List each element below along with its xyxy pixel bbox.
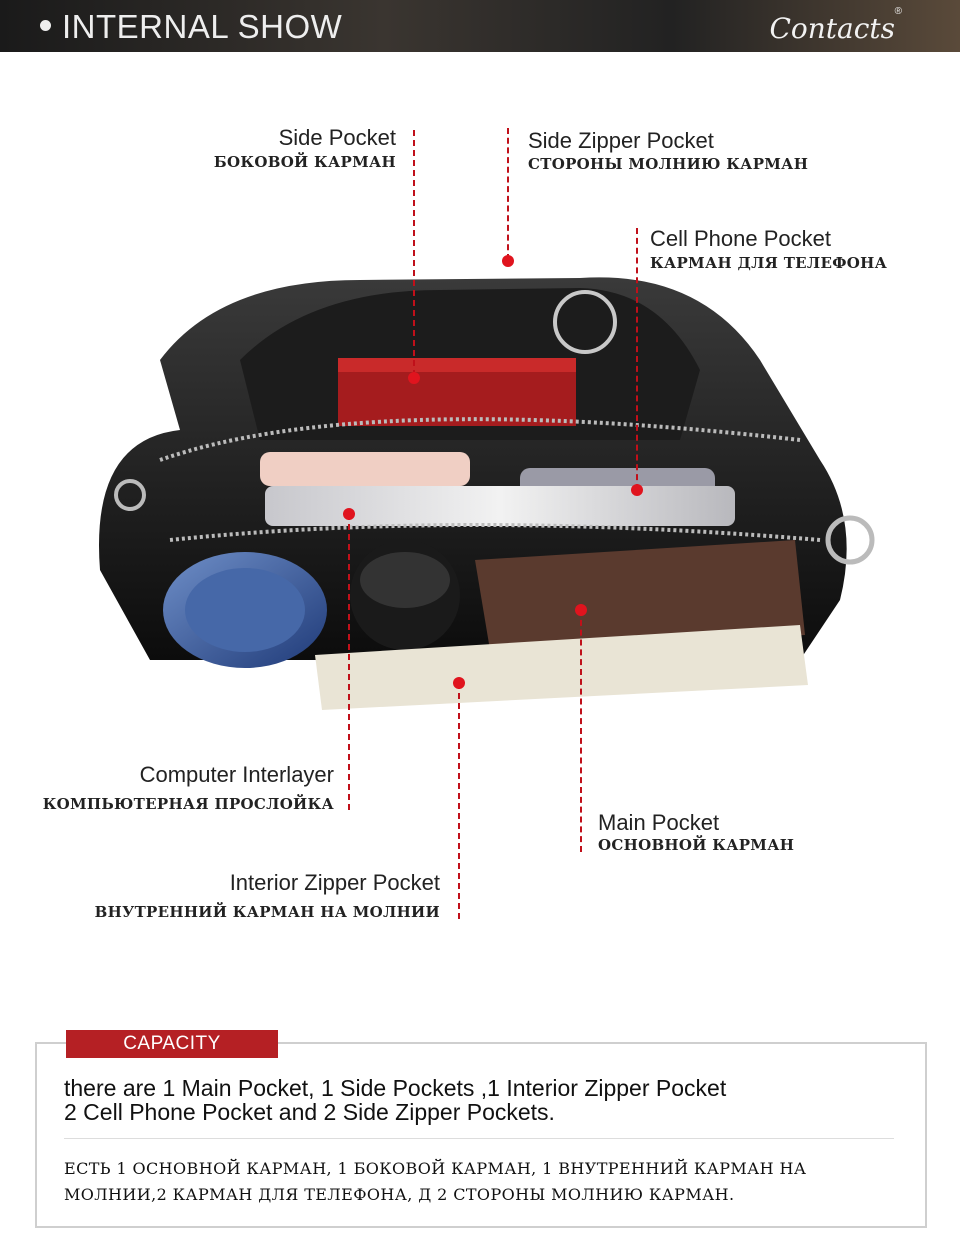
side-zipper-label: Side Zipper Pocket	[528, 128, 714, 153]
capacity-en-line-2: 2 Cell Phone Pocket and 2 Side Zipper Po…	[64, 1099, 555, 1125]
computer-interlayer-marker	[343, 508, 355, 520]
cell-phone-label-ru: КАРМАН ДЛЯ ТЕЛЕФОНА	[650, 254, 888, 272]
interior-zipper-label: Interior Zipper Pocket	[229, 870, 440, 895]
interior-zipper-label-ru: ВНУТРЕННИЙ КАРМАН НА МОЛНИИ	[94, 903, 440, 921]
bullet-icon	[40, 20, 51, 31]
capacity-text-ru: ЕСТЬ 1 ОСНОВНОЙ КАРМАН, 1 БОКОВОЙ КАРМАН…	[64, 1156, 924, 1208]
side-pocket-marker	[408, 372, 420, 384]
capacity-ru-line-2: МОЛНИИ,2 КАРМАН ДЛЯ ТЕЛЕФОНА, Д 2 СТОРОН…	[64, 1185, 735, 1204]
computer-interlayer-line	[348, 514, 350, 810]
side-pocket-label-ru: БОКОВОЙ КАРМАН	[213, 153, 396, 171]
cell-phone-line	[636, 228, 638, 490]
registered-mark: ®	[894, 6, 902, 17]
main-pocket-label: Main Pocket	[598, 810, 720, 835]
capacity-ru-line-1: ЕСТЬ 1 ОСНОВНОЙ КАРМАН, 1 БОКОВОЙ КАРМАН…	[64, 1159, 807, 1178]
capacity-text-en: there are 1 Main Pocket, 1 Side Pockets …	[64, 1076, 904, 1124]
side-zipper-line	[507, 128, 509, 260]
brand-logo: Contacts	[769, 12, 895, 45]
computer-interlayer-label-ru: КОМПЬЮТЕРНАЯ ПРОСЛОЙКА	[42, 795, 334, 813]
side-zipper-label-ru: СТОРОНЫ МОЛНИЮ КАРМАН	[528, 155, 809, 173]
computer-interlayer-label: Computer Interlayer	[139, 762, 334, 787]
side-pocket-label: Side Pocket	[278, 125, 396, 150]
section-title: INTERNAL SHOW	[62, 8, 343, 45]
capacity-divider	[64, 1138, 894, 1139]
main-pocket-line	[580, 610, 582, 852]
side-zipper-marker	[502, 255, 514, 267]
cell-phone-label: Cell Phone Pocket	[650, 226, 831, 251]
bag-photo	[99, 277, 875, 710]
capacity-tag: CAPACITY	[66, 1030, 278, 1058]
cell-phone-marker	[631, 484, 643, 496]
side-pocket-line	[413, 130, 415, 376]
header-banner: INTERNAL SHOW Contacts ®	[0, 0, 960, 52]
interior-zipper-line	[458, 683, 460, 919]
capacity-en-line-1: there are 1 Main Pocket, 1 Side Pockets …	[64, 1075, 727, 1101]
interior-zipper-marker	[453, 677, 465, 689]
capacity-panel	[35, 1042, 927, 1228]
main-pocket-label-ru: ОСНОВНОЙ КАРМАН	[598, 836, 795, 854]
main-pocket-marker	[575, 604, 587, 616]
